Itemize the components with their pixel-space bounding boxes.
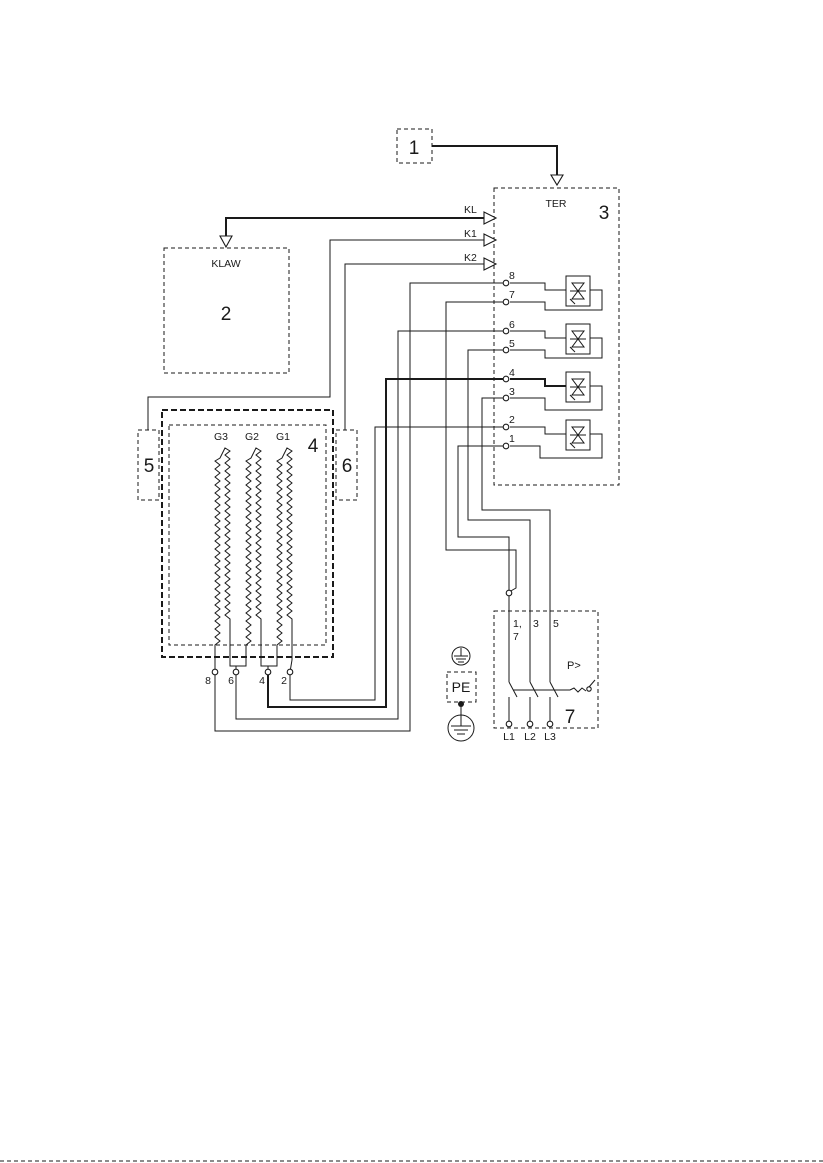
block-7-breaker: 7 — [494, 611, 598, 728]
breaker-label-7: 7 — [513, 631, 519, 643]
heater-group-g2: G2 — [245, 431, 259, 443]
arrow-down-icon — [551, 175, 563, 185]
block-5: 5 — [138, 430, 159, 500]
heater-group-g3: G3 — [214, 431, 228, 443]
block-7-number: 7 — [565, 707, 576, 728]
ter-terminal-circles — [503, 280, 509, 449]
phase-l3: L3 — [544, 731, 556, 743]
triac-unit-1 — [510, 276, 602, 310]
triac-icon — [572, 283, 584, 291]
breaker-label-3: 3 — [533, 618, 539, 630]
heater-group-g1: G1 — [276, 431, 290, 443]
ter-input-k2: K2 — [464, 252, 477, 264]
block-1-number: 1 — [409, 138, 420, 159]
ter-terminal-4: 4 — [509, 367, 515, 379]
block-6-number: 6 — [342, 456, 353, 477]
block-2-klaw: KLAW 2 — [164, 248, 289, 373]
breaker-switch-icon — [509, 680, 595, 722]
breaker-label-5: 5 — [553, 618, 559, 630]
overload-label: P> — [567, 660, 581, 672]
ter-terminal-6: 6 — [509, 319, 515, 331]
triac-icon — [572, 379, 584, 387]
phase-terminal-circles — [506, 721, 553, 727]
heater-terminal-6: 6 — [228, 675, 234, 687]
triac-unit-3 — [510, 372, 602, 410]
block-5-number: 5 — [144, 456, 155, 477]
ter-input-kl: KL — [464, 204, 477, 216]
ter-terminal-5: 5 — [509, 338, 515, 350]
arrow-right-icon — [484, 212, 496, 224]
heater-terminal-circles — [212, 669, 293, 675]
heater-wires — [215, 283, 506, 731]
klaw-label: KLAW — [211, 258, 240, 270]
ter-terminal-3: 3 — [509, 386, 515, 398]
heater-terminal-4: 4 — [259, 675, 265, 687]
ter-terminal-8: 8 — [509, 270, 515, 282]
breaker-label-1: 1, — [513, 618, 522, 630]
pe-label: PE — [452, 679, 471, 695]
block-1: 1 — [397, 129, 432, 163]
k2-link — [345, 258, 496, 430]
k1-link — [148, 234, 496, 430]
arrow-down-icon — [220, 236, 232, 247]
ter-terminal-7: 7 — [509, 289, 515, 301]
ter-label: TER — [546, 198, 567, 210]
heater-coil-icon — [215, 448, 230, 660]
kl-link — [220, 212, 496, 247]
phase-l1: L1 — [503, 731, 515, 743]
heater-terminal-2: 2 — [281, 675, 287, 687]
block-4-number: 4 — [308, 436, 319, 457]
block-1-to-ter-line — [432, 146, 563, 185]
ter-terminal-2: 2 — [509, 414, 515, 426]
triac-unit-2 — [510, 324, 602, 358]
heater-coil-icon — [246, 448, 261, 660]
block-2-number: 2 — [221, 304, 232, 325]
heater-coil-icon — [277, 448, 292, 660]
triac-unit-4 — [510, 420, 602, 458]
block-3-number: 3 — [599, 203, 610, 224]
triac-icon — [572, 331, 584, 339]
phase-l2: L2 — [524, 731, 536, 743]
triac-icon — [572, 427, 584, 435]
ter-terminal-1: 1 — [509, 433, 515, 445]
heater-terminal-8: 8 — [205, 675, 211, 687]
block-6: 6 — [336, 430, 357, 500]
ground-icon — [452, 647, 470, 665]
ground-icon — [448, 715, 474, 741]
ground-pe: PE — [447, 647, 476, 741]
heater-coils — [215, 448, 292, 672]
ter-input-k1: K1 — [464, 228, 477, 240]
